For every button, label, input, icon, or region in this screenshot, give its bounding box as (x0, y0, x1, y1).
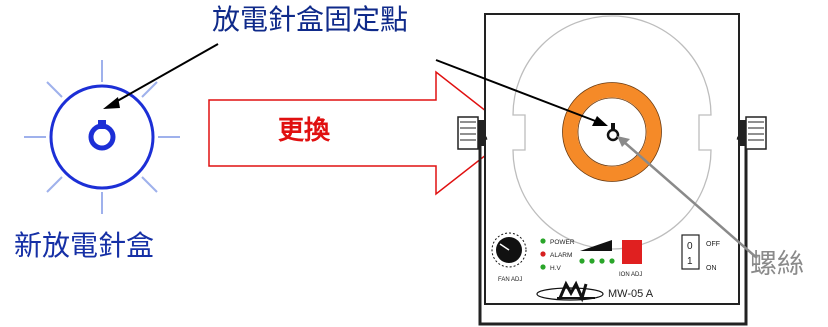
ion-level-indicator (579, 240, 615, 264)
new-needle-box (24, 60, 180, 214)
replace-arrow (208, 70, 516, 196)
switch-off-label: OFF (706, 241, 720, 248)
switch-1-label: 1 (687, 256, 693, 267)
fixing-point-label: 放電針盒固定點 (212, 3, 409, 36)
led-label-hv: H.V (550, 265, 562, 272)
led-label-power: POWER (550, 239, 575, 246)
status-leds: POWER ALARM H.V (540, 238, 575, 272)
fan-adj-label: FAN ADJ (498, 277, 522, 283)
grille-outline (512, 15, 712, 250)
ion-adj-button: ION ADJ (619, 240, 642, 278)
leader-lines (103, 43, 758, 259)
brand-logo (536, 280, 604, 303)
led-label-alarm: ALARM (550, 252, 572, 259)
ionizer-device: FAN ADJ POWER ALARM H.V ION ADJ (457, 13, 767, 326)
left-side-knob (457, 116, 486, 150)
right-side-knob (738, 116, 767, 150)
control-panel: FAN ADJ POWER ALARM H.V ION ADJ (491, 232, 720, 303)
screw-label: 螺絲 (750, 249, 804, 280)
ion-adj-label: ION ADJ (619, 272, 642, 278)
new-box-label: 新放電針盒 (14, 229, 155, 262)
fixing-ring (562, 82, 662, 182)
switch-0-label: 0 (687, 241, 693, 252)
switch-on-label: ON (706, 265, 717, 272)
model-label: MW-05 A (608, 288, 654, 300)
power-switch: 0 1 OFF ON (681, 234, 720, 272)
replace-label: 更換 (278, 116, 331, 146)
center-screw (606, 123, 620, 142)
fan-adj-knob: FAN ADJ (491, 232, 527, 283)
